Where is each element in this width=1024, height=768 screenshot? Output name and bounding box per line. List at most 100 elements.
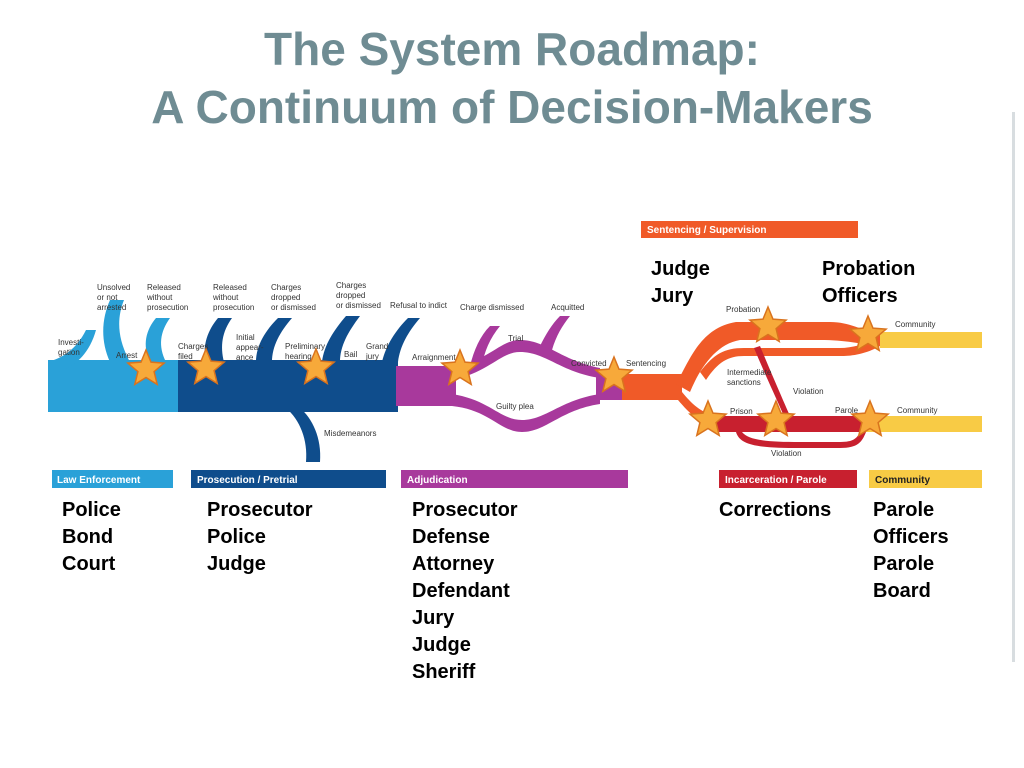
label-community-lower: Community: [897, 406, 937, 415]
label-convicted: Convicted: [571, 359, 607, 368]
role-police: Police: [62, 499, 121, 521]
decision-stars: [126, 305, 890, 437]
label-trial: Trial: [508, 334, 523, 343]
violation-loop: [736, 432, 866, 448]
probation-decision-makers: Probation Officers: [822, 256, 915, 310]
stage-incarceration-label: Incarceration / Parole: [725, 475, 827, 486]
stage-community-label: Community: [875, 475, 930, 486]
refusal-exit: [382, 318, 420, 362]
stage-bar-adjudication: [401, 470, 628, 488]
decision-star-icon: [748, 305, 788, 343]
stage-bar-sentencing: [641, 221, 858, 238]
stage-bar-prosecution: [191, 470, 386, 488]
acquitted-exit: [540, 316, 570, 350]
decision-star-icon: [848, 314, 888, 352]
stage-bar-community: [869, 470, 982, 488]
title-line-1: The System Roadmap:: [264, 23, 760, 75]
role-judge: Judge: [412, 634, 471, 656]
label-arrest: Arrest: [116, 351, 138, 360]
role-attorney: Attorney: [412, 553, 495, 575]
misdemeanor-exit: [286, 408, 321, 462]
parole-decision-makers: Parole Officers Parole Board: [873, 497, 949, 605]
community-band-lower: [866, 416, 982, 432]
label-bail: Bail: [344, 350, 358, 359]
prosecution-decision-makers: Prosecutor Police Judge: [207, 497, 313, 578]
dropped-exit-2: [322, 316, 360, 362]
adjudication-decision-makers: Prosecutor Defense Attorney Defendant Ju…: [412, 497, 518, 686]
slide-border: [1012, 112, 1015, 662]
dropped-exit-1: [256, 318, 292, 362]
role-prosecutor: Prosecutor: [412, 499, 518, 521]
stage-bar-incarceration: [719, 470, 857, 488]
community-band-upper: [880, 332, 982, 348]
role-defendant: Defendant: [412, 580, 510, 602]
label-sentencing: Sentencing: [626, 359, 666, 368]
page-title: The System Roadmap: A Continuum of Decis…: [0, 20, 1024, 136]
stage-bars: Law Enforcement Prosecution / Pretrial A…: [52, 221, 982, 488]
violation-return: [754, 346, 790, 416]
role-corrections: Corrections: [719, 499, 832, 521]
label-prison: Prison: [730, 407, 753, 416]
label-violation-upper: Violation: [793, 387, 824, 396]
released-exit: [145, 318, 170, 362]
decision-star-icon: [688, 399, 728, 437]
label-charge-dismissed: Charge dismissed: [460, 303, 524, 312]
released-exit-2: [204, 318, 232, 362]
role-police: Police: [207, 526, 266, 548]
role-bond: Bond: [62, 526, 114, 548]
stage-law-label: Law Enforcement: [57, 475, 141, 486]
role-judge: Judge: [651, 258, 710, 280]
label-acquitted: Acquitted: [551, 303, 584, 312]
label-guilty-plea: Guilty plea: [496, 402, 534, 411]
sentencing-band: [622, 374, 682, 400]
decision-star-icon: [126, 348, 166, 386]
plea-branch: [452, 394, 600, 432]
adjudication-band: [396, 366, 456, 406]
decision-star-icon: [594, 355, 634, 393]
role-officers: Officers: [822, 285, 898, 307]
prison-band: [716, 416, 866, 432]
law-enforcement-decision-makers: Police Bond Court: [62, 497, 121, 578]
decision-star-icon: [440, 348, 480, 386]
role-jury: Jury: [651, 285, 694, 307]
corrections-decision-makers: Corrections: [719, 497, 831, 524]
flow-paths: [48, 300, 982, 462]
label-refusal: Refusal to indict: [390, 301, 448, 310]
stage-bar-law: [52, 470, 173, 488]
role-officers: Officers: [873, 526, 949, 548]
label-community-upper: Community: [895, 320, 935, 329]
role-defense: Defense: [412, 526, 490, 548]
role-judge: Judge: [207, 553, 266, 575]
decision-star-icon: [186, 347, 226, 385]
label-violation-lower: Violation: [771, 449, 802, 458]
title-line-2: A Continuum of Decision-Makers: [151, 81, 873, 133]
intermediate-branch: [700, 338, 880, 380]
investigation-inflow: [48, 330, 96, 370]
role-court: Court: [62, 553, 116, 575]
label-investigation: Investi-gation: [58, 338, 84, 357]
role-prosecutor: Prosecutor: [207, 499, 313, 521]
role-parole: Parole: [873, 499, 935, 521]
role-probation: Probation: [822, 258, 916, 280]
sentencing-decision-makers: Judge Jury: [651, 256, 710, 310]
dismissed-exit: [470, 326, 500, 366]
unsolved-exit: [103, 300, 130, 362]
label-probation: Probation: [726, 305, 760, 314]
label-arraignment: Arraignment: [412, 353, 456, 362]
role-parole: Parole: [873, 553, 935, 575]
role-sheriff: Sheriff: [412, 661, 476, 683]
stage-prosecution-label: Prosecution / Pretrial: [197, 475, 298, 486]
decision-star-icon: [756, 399, 796, 437]
decision-star-icon: [296, 347, 336, 385]
